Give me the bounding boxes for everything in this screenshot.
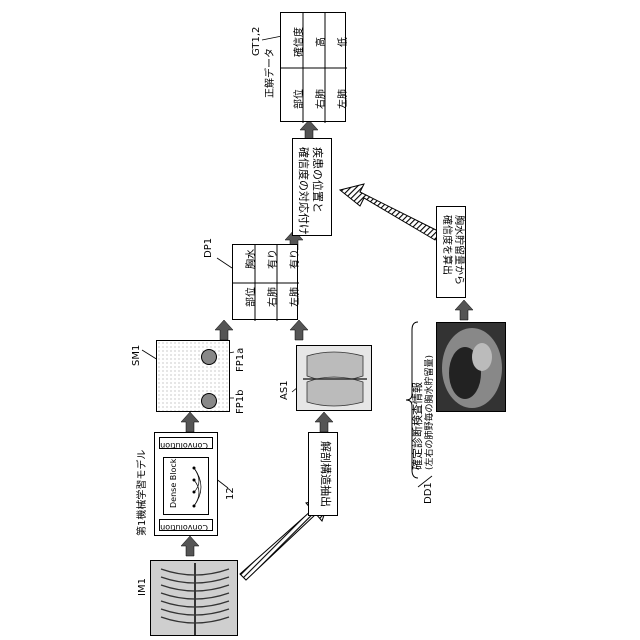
conv-bottom-box: Convolution <box>159 519 213 531</box>
extract-label: 解剖構造抽出 <box>320 441 331 507</box>
dp1-pointer <box>217 258 232 268</box>
fp1b-label: FP1b <box>236 390 246 415</box>
anatomy-image <box>296 345 372 411</box>
dp1-cell-r2c1: 左肺 <box>291 287 301 307</box>
dp1-header-2: 胸水 <box>247 249 257 269</box>
arrow-dd1-to-calc <box>455 300 473 320</box>
ml-model-box: Convolution Dense Block Convolution <box>154 432 218 536</box>
calc-line-1: 胸水貯留量から <box>453 215 463 285</box>
dd1-label: DD1 <box>424 482 434 504</box>
assoc-line-1: 疾患の位置と <box>312 147 323 213</box>
fp1a-marker <box>201 349 217 365</box>
gt-title: 正解データ <box>266 48 276 98</box>
sm1-label: SM1 <box>132 345 142 366</box>
gt-cell-r1c1: 右肺 <box>317 89 327 109</box>
gt-label: GT1,2 <box>252 27 262 56</box>
dp1-table: 部位 胸水 右肺 有り 左肺 有り <box>232 244 298 320</box>
fp1b-marker <box>201 393 217 409</box>
gt-cell-r1c2: 高 <box>317 37 327 47</box>
dp1-label: DP1 <box>204 238 214 258</box>
assoc-box: 疾患の位置と 確信度の対応付け <box>292 138 332 236</box>
gt-cell-r2c2: 低 <box>339 37 349 47</box>
ct-image <box>436 322 506 412</box>
arrow-calc-to-assoc <box>340 184 440 240</box>
diag-line-1: 確定診断検査情報 <box>412 382 423 470</box>
gt-header-2: 確信度 <box>295 27 305 57</box>
fp1a-label: FP1a <box>236 348 246 372</box>
arrow-sm1-to-dp1 <box>215 320 233 340</box>
arrow-assoc-to-gt <box>300 120 318 140</box>
assoc-line-2: 確信度の対応付け <box>298 147 309 235</box>
as1-label: AS1 <box>280 380 290 400</box>
diag-line-2: (左右の肺野毎の胸水貯留量) <box>426 355 435 470</box>
arrow-im1-to-model <box>181 536 199 556</box>
calc-box: 胸水貯留量から 確信度を算出 <box>436 206 466 298</box>
dense-block-box: Dense Block <box>163 457 209 515</box>
gt-cell-r2c1: 左肺 <box>339 89 349 109</box>
gt-table: 部位 確信度 右肺 高 左肺 低 <box>280 12 346 122</box>
im1-label: IM1 <box>138 578 148 596</box>
lung-illustration <box>297 346 372 411</box>
extract-box: 解剖構造抽出 <box>308 432 338 516</box>
calc-line-2: 確信度を算出 <box>441 215 451 275</box>
dp1-cell-r1c1: 右肺 <box>269 287 279 307</box>
conv-top-box: Convolution <box>159 437 213 449</box>
ribcage-illustration <box>151 561 238 636</box>
arrow-extract-to-as1 <box>315 412 333 432</box>
dp1-cell-r1c2: 有り <box>269 249 279 269</box>
xray-image <box>150 560 238 636</box>
ref-12-label: 12 <box>226 487 236 500</box>
ct-scan-illustration <box>437 323 506 412</box>
gt-header-1: 部位 <box>295 89 305 109</box>
arrow-as1-to-dp1 <box>290 320 308 340</box>
dp1-header-1: 部位 <box>247 287 257 307</box>
conv-bottom-label: Convolution <box>160 523 208 531</box>
arrow-model-to-sm1 <box>181 412 199 432</box>
sm1-box <box>156 340 230 412</box>
dense-block-label: Dense Block <box>170 459 178 508</box>
conv-top-label: Convolution <box>160 441 208 449</box>
dp1-cell-r2c2: 有り <box>291 249 301 269</box>
model-title: 第1機械学習モデル <box>138 450 148 536</box>
gt-pointer <box>262 36 282 40</box>
